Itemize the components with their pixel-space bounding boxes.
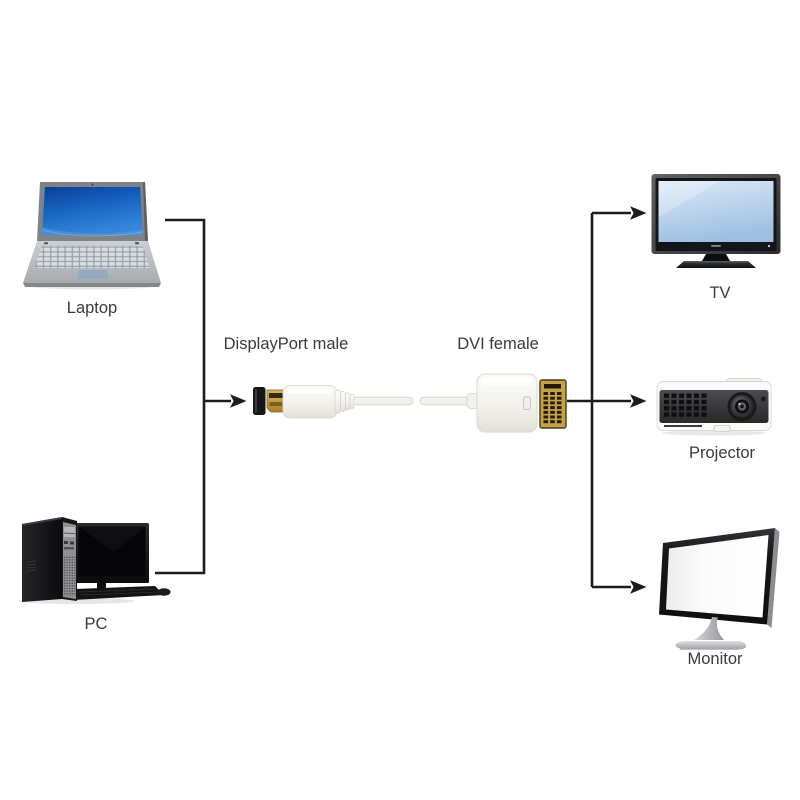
pc-label: PC [84,615,108,633]
displayport-cap-icon [253,387,266,415]
device-tv [650,172,782,275]
laptop-icon [23,182,161,290]
arrow-to-monitor-icon [630,580,647,594]
projector-label: Projector [688,444,756,462]
projector-icon [656,378,772,436]
dvi-female-port-icon [539,379,567,429]
adapter-housing-icon [476,373,538,433]
tv-icon [651,174,781,268]
tv-label: TV [709,284,731,302]
arrow-to-tv-icon [630,206,647,220]
pc-icon [18,517,171,604]
displayport-plug-icon [266,389,285,413]
source-merge-line [155,218,206,575]
displayport-male-label: DisplayPort male [223,335,349,353]
device-pc [14,512,174,609]
adapter-cable [250,372,570,441]
monitor-icon [659,528,780,650]
device-monitor [650,518,782,659]
displayport-to-dvi-adapter-icon [253,373,567,433]
device-laptop [22,180,162,295]
dvi-female-label: DVI female [457,335,539,353]
device-projector [656,378,772,441]
monitor-label: Monitor [687,650,743,668]
laptop-label: Laptop [66,299,118,317]
arrow-to-projector-icon [630,394,647,408]
arrow-to-adapter-icon [230,394,247,408]
